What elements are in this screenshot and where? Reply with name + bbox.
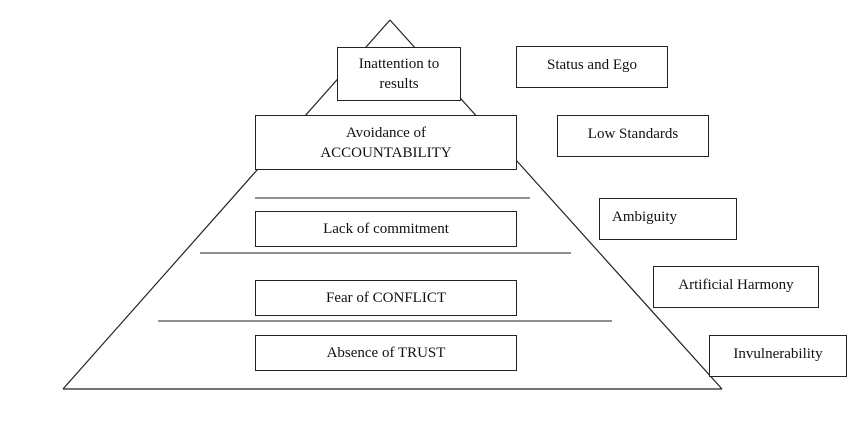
pyramid-left-edge xyxy=(62,19,391,390)
side-label-low-standards: Low Standards xyxy=(557,115,709,157)
pyramid-level-label: Lack of commitment xyxy=(323,221,449,237)
side-label-artificial-harmony: Artificial Harmony xyxy=(653,266,819,308)
side-label-text: Artificial Harmony xyxy=(678,277,794,293)
pyramid-level-absence-of-trust: Absence of TRUST xyxy=(255,335,517,371)
pyramid-level-label: Inattention to results xyxy=(358,56,440,92)
pyramid-level-label: Fear of CONFLICT xyxy=(326,290,446,306)
pyramid-level-inattention-to-results: Inattention to results xyxy=(337,47,461,101)
side-label-status-and-ego: Status and Ego xyxy=(516,46,668,88)
side-label-text: Status and Ego xyxy=(547,57,637,73)
side-label-text: Low Standards xyxy=(587,126,679,142)
pyramid-level-label: Absence of TRUST xyxy=(326,345,446,361)
pyramid-level-label: Avoidance of ACCOUNTABILITY xyxy=(320,124,452,161)
side-label-text: Ambiguity xyxy=(612,209,678,225)
side-label-invulnerability: Invulnerability xyxy=(709,335,847,377)
side-label-text: Invulnerability xyxy=(733,346,823,362)
side-label-ambiguity: Ambiguity xyxy=(599,198,737,240)
pyramid-level-fear-of-conflict: Fear of CONFLICT xyxy=(255,280,517,316)
pyramid-level-lack-of-commitment: Lack of commitment xyxy=(255,211,517,247)
pyramid-level-avoidance-of-accountability: Avoidance of ACCOUNTABILITY xyxy=(255,115,517,170)
